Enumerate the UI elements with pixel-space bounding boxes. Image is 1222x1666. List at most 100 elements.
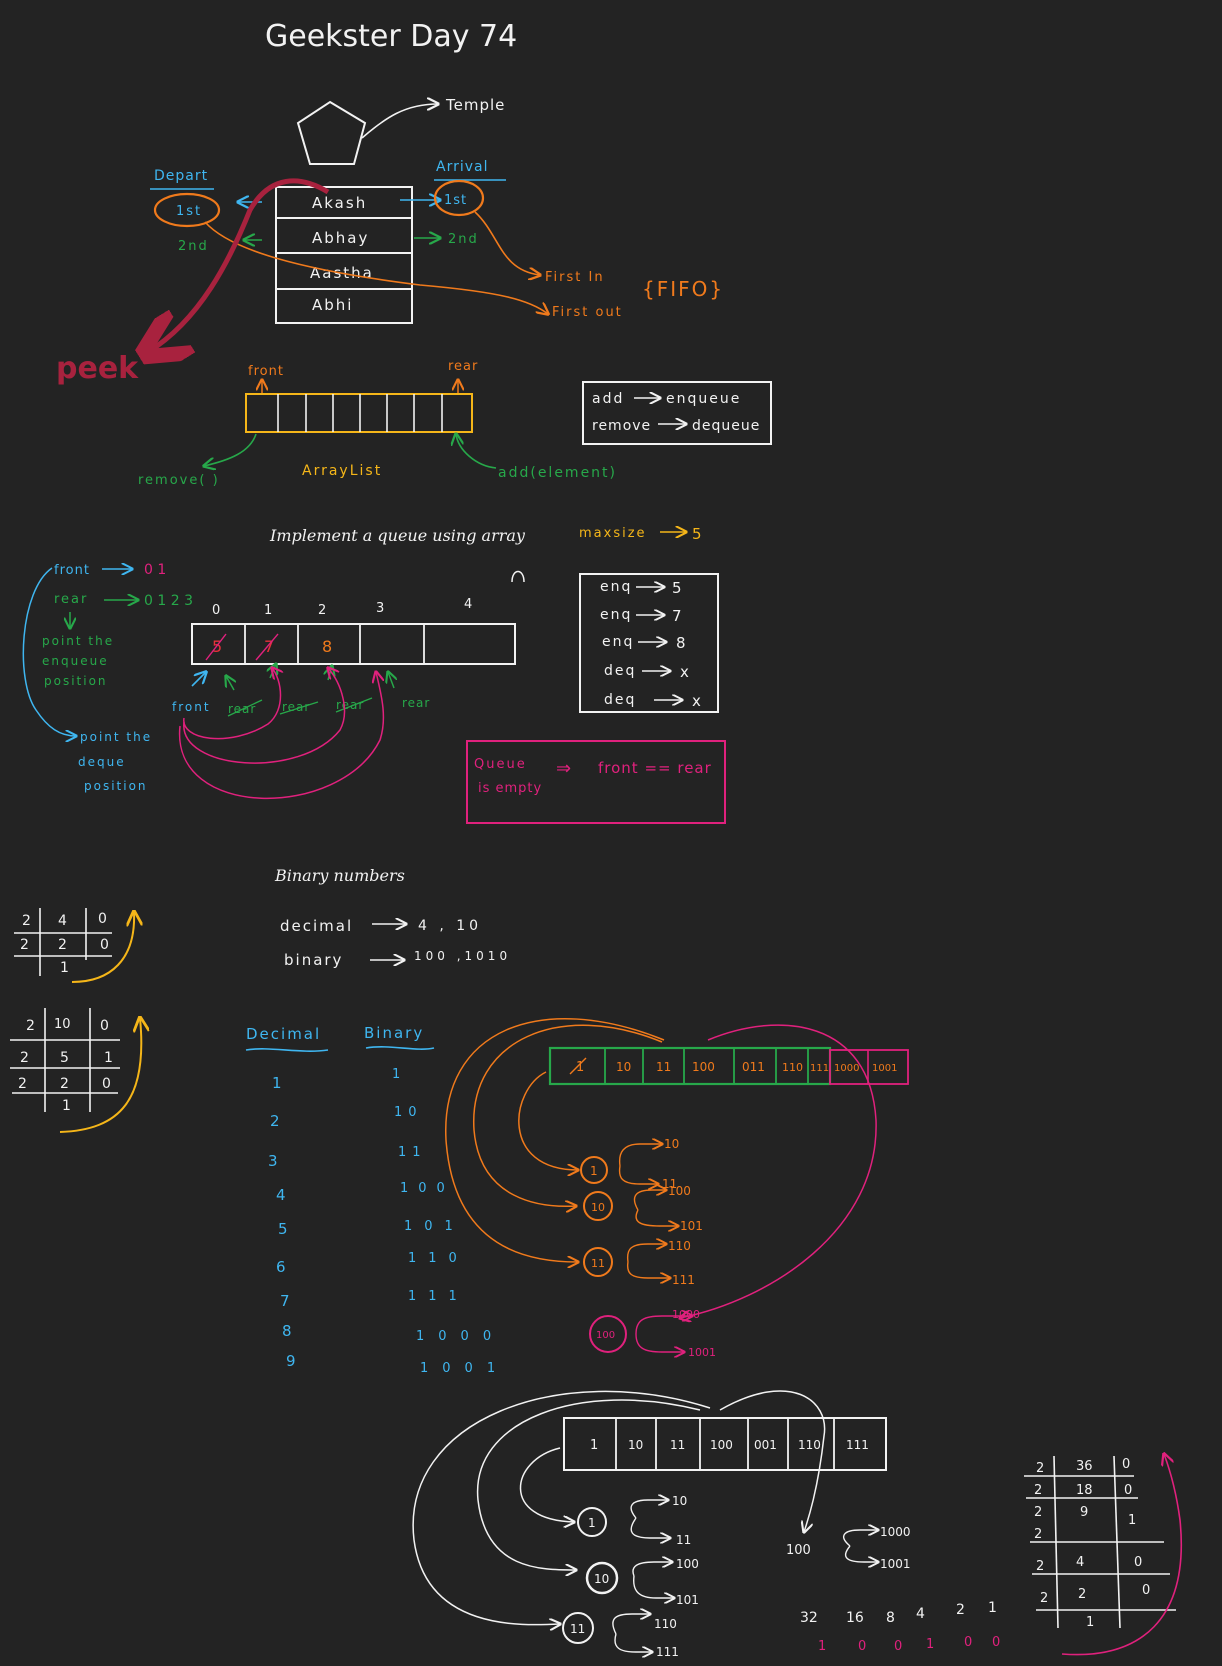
div36-r3-c1: 2 (1034, 1505, 1042, 1520)
div4-r3-c2: 1 (60, 960, 69, 976)
dec-5: 5 (278, 1220, 288, 1238)
t2-child-100: 100 (676, 1557, 699, 1571)
index-0: 0 (212, 603, 220, 618)
depart-label: Depart (154, 168, 208, 184)
bit-1: 1 (818, 1639, 826, 1654)
binary-tree-2: 1 10 11 10 100 101 11 110 111 100 1000 1… (562, 1494, 911, 1659)
t2-child-1001: 1001 (880, 1557, 911, 1571)
t2-child-1000: 1000 (880, 1525, 911, 1539)
binary-tree-1: 1 10 11 10 100 101 11 110 111 100 1000 1… (580, 1137, 716, 1359)
q1-cell-2: 11 (656, 1060, 671, 1074)
bit-3: 0 (894, 1639, 902, 1654)
t1-child-111: 111 (672, 1273, 695, 1287)
dec-9: 9 (286, 1352, 296, 1370)
bit-4: 1 (926, 1637, 934, 1652)
power-1: 1 (988, 1600, 997, 1616)
index-1: 1 (264, 603, 272, 618)
impl-array: 5 7 8 (191, 623, 516, 665)
arrival-label: Arrival (436, 159, 489, 175)
op-5-name: deq (604, 692, 636, 708)
front-values: 0 1 (144, 562, 166, 578)
decimal-column: 1 2 3 4 5 6 7 8 9 (268, 1074, 296, 1370)
bit-6: 0 (992, 1635, 1000, 1650)
div10-r1-c2: 10 (54, 1017, 71, 1032)
rear-pointer-4: rear (402, 696, 430, 710)
t1-node-100: 100 (596, 1330, 615, 1341)
peek-label: peek (56, 351, 139, 386)
powers-row: 32 16 8 4 2 1 1 0 0 1 0 0 (800, 1600, 1000, 1654)
div4-r2-c1: 2 (20, 937, 29, 953)
temple-arrow (361, 104, 438, 139)
div36-r7-c2: 1 (1086, 1615, 1094, 1630)
div10-r3-c2: 2 (60, 1076, 69, 1092)
index-4: 4 (464, 597, 472, 612)
rear-note: rear (54, 592, 88, 607)
front-pointer-label: front (172, 700, 211, 714)
t1-child-110: 110 (668, 1239, 691, 1253)
op-2-val: 7 (672, 607, 682, 625)
power-2: 2 (956, 1602, 965, 1618)
depart-1st-circle (153, 192, 221, 228)
dec-7: 7 (280, 1292, 290, 1310)
col-binary-header: Binary (364, 1024, 424, 1042)
division-table-10: 2 10 0 2 5 1 2 2 0 1 (10, 1008, 141, 1133)
q1-cell-5: 110 (782, 1061, 803, 1074)
division-table-36: 2 36 0 2 18 0 2 9 1 2 2 4 0 2 2 0 1 (1024, 1454, 1182, 1656)
cell-1: 7 (264, 637, 274, 656)
q2-cell-6: 111 (846, 1438, 869, 1452)
div4-r2-c2: 2 (58, 937, 67, 953)
dec-2: 2 (270, 1112, 280, 1130)
rear-pointer-2: rear (282, 700, 310, 714)
t2-child-11: 11 (676, 1533, 691, 1547)
t2-node-11: 11 (570, 1622, 585, 1636)
empty-implies: ⇒ (556, 758, 571, 779)
decimal-label: decimal (280, 917, 353, 935)
div36-r3-c2: 9 (1080, 1505, 1088, 1520)
person-2: Abhay (312, 229, 369, 247)
op-1-name: enq (600, 579, 632, 595)
depart-1st: 1st (176, 204, 202, 219)
div36-r1-c2: 36 (1076, 1459, 1093, 1474)
ops-line2-op: remove (592, 418, 651, 434)
arrival-1st: 1st (444, 193, 467, 208)
bin-9: 1001 (420, 1361, 509, 1376)
arraylist-rear-label: rear (448, 359, 478, 374)
div36-r6-c3: 0 (1142, 1583, 1150, 1598)
decimal-values: 4 , 10 (418, 918, 482, 934)
t1-node-11: 11 (591, 1257, 605, 1270)
people-queue: Akash Abhay Aastha Abhi (275, 186, 413, 324)
div4-r2-c3: 0 (100, 937, 109, 953)
t2-node-1: 1 (588, 1516, 596, 1530)
div36-r5-c1: 2 (1036, 1559, 1044, 1574)
t2-child-111: 111 (656, 1645, 679, 1659)
temple-label: Temple (445, 96, 505, 114)
binary-values: 100 ,1010 (414, 949, 511, 963)
q2-cell-4: 001 (754, 1438, 777, 1452)
t2-child-101: 101 (676, 1593, 699, 1607)
div10-r1-c1: 2 (26, 1018, 35, 1034)
fifo-label: {FIFO} (642, 277, 724, 301)
arrival-2nd: 2nd (448, 232, 479, 247)
rear-values: 0 1 2 3 (144, 593, 193, 609)
t1-child-101: 101 (680, 1219, 703, 1233)
point-enqueue-2: enqueue (42, 654, 109, 668)
dec-8: 8 (282, 1322, 292, 1340)
bin-1: 1 (392, 1067, 406, 1082)
point-enqueue-1: point the (42, 634, 114, 648)
div36-r5-c3: 0 (1134, 1555, 1142, 1570)
binary-queue-2: 1 10 11 100 001 110 111 (563, 1417, 887, 1471)
dec-1: 1 (272, 1074, 282, 1092)
div36-r6-c1: 2 (1040, 1591, 1048, 1606)
arraylist-front-label: front (248, 364, 284, 379)
maxsize-label: maxsize (579, 526, 647, 541)
empty-line1: Queue (474, 757, 527, 772)
q1-cell-8: 1001 (872, 1063, 897, 1074)
bin-7: 111 (408, 1289, 469, 1304)
div36-r2-c3: 0 (1124, 1483, 1132, 1498)
q2-cell-2: 11 (670, 1438, 685, 1452)
t1-child-1001: 1001 (688, 1346, 716, 1359)
div36-r2-c1: 2 (1034, 1483, 1042, 1498)
point-enqueue-3: position (44, 674, 108, 688)
div4-r1-c1: 2 (22, 913, 31, 929)
div36-r6-c2: 2 (1078, 1587, 1086, 1602)
